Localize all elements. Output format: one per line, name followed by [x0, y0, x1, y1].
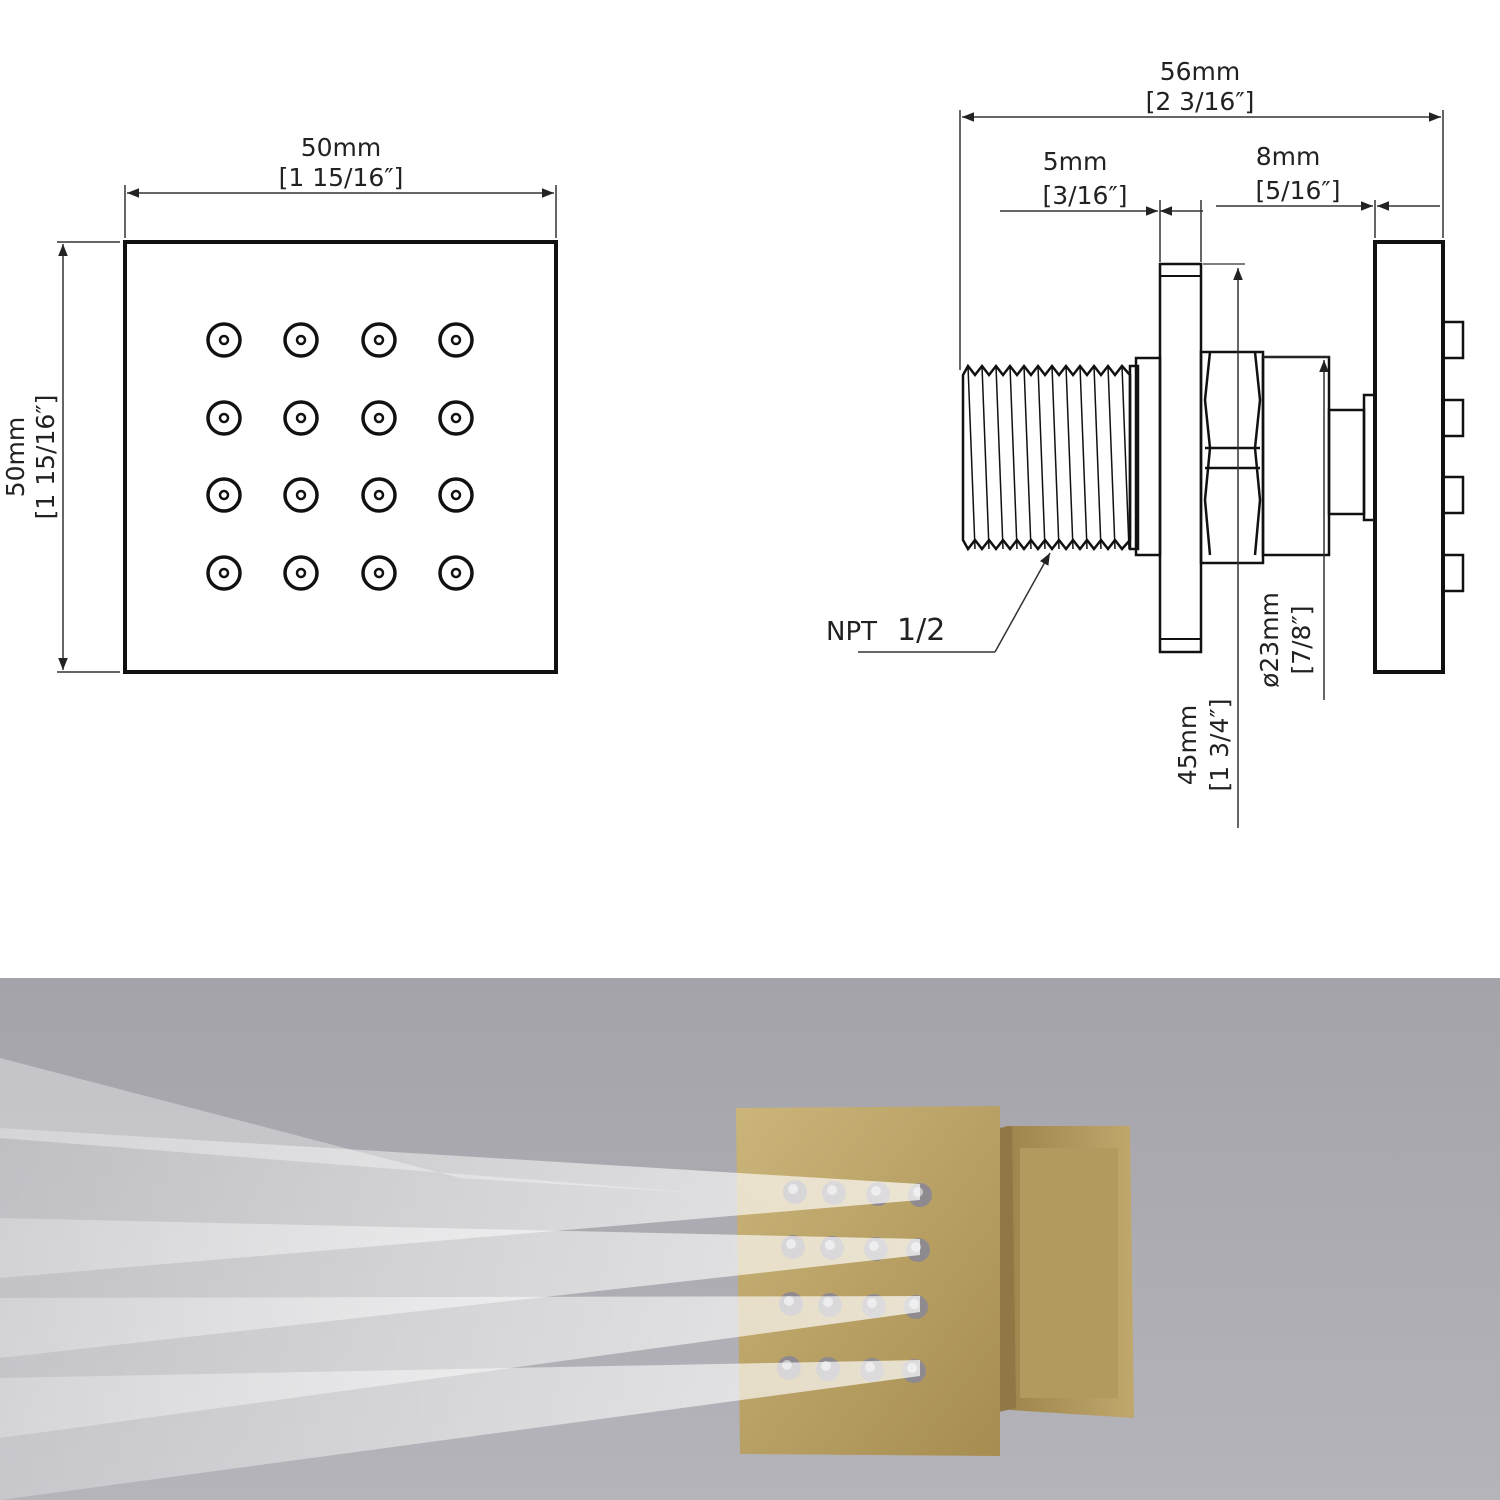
side-nozzle	[1441, 553, 1465, 593]
nozzle	[438, 555, 474, 591]
front-faceplate	[123, 240, 558, 674]
thread-line	[1093, 365, 1102, 550]
overall-length-in: [2 3/16″]	[1146, 87, 1255, 116]
side-view: 56mm [2 3/16″] 5mm [3/16″] 8mm [5/16″] N…	[826, 57, 1465, 828]
thread-line	[1107, 365, 1116, 550]
nozzle	[361, 400, 397, 436]
thread-line	[981, 365, 990, 550]
side-faceplate	[1373, 240, 1445, 674]
nozzle	[283, 555, 319, 591]
side-nozzle	[1441, 398, 1465, 438]
thread-label-prefix: NPT	[826, 617, 877, 647]
faceplate-thickness-mm: 8mm	[1256, 142, 1321, 171]
mounting-flange	[1158, 262, 1203, 654]
front-height-mm: 50mm	[1, 417, 30, 498]
thread-line	[995, 365, 1004, 550]
water-spray	[0, 1360, 920, 1500]
nozzle	[206, 477, 242, 513]
nozzle	[283, 322, 319, 358]
flange-height-mm: 45mm	[1173, 705, 1202, 786]
front-view: 50mm [1 15/16″] 50mm [1 15/16″]	[1, 133, 558, 674]
front-width-mm: 50mm	[301, 133, 382, 162]
faceplate-thickness-in: [5/16″]	[1256, 176, 1341, 205]
side-nozzles	[1441, 320, 1465, 593]
water-sprays	[0, 1058, 920, 1500]
thread-leader	[994, 552, 1051, 653]
thread-line	[1023, 365, 1032, 550]
nozzle	[283, 400, 319, 436]
thread-line	[1121, 365, 1130, 550]
front-height-in: [1 15/16″]	[31, 395, 60, 520]
valve-body	[1261, 355, 1331, 557]
nozzle	[283, 477, 319, 513]
thread-label-size: 1/2	[897, 613, 945, 648]
nozzle	[438, 400, 474, 436]
thread-line	[1009, 365, 1018, 550]
technical-drawing: 50mm [1 15/16″] 50mm [1 15/16″]	[1, 57, 1465, 828]
front-width-in: [1 15/16″]	[279, 163, 404, 192]
thread-lines	[967, 365, 1130, 550]
thread-line	[1037, 365, 1046, 550]
nozzle	[438, 477, 474, 513]
nozzle-grid	[206, 322, 474, 591]
flange-thickness-in: [3/16″]	[1043, 181, 1128, 210]
nozzle	[438, 322, 474, 358]
thread-line	[1051, 365, 1060, 550]
nozzle	[206, 400, 242, 436]
thread-line	[1065, 365, 1074, 550]
product-photo-illustration	[0, 1058, 1134, 1500]
nozzle	[206, 555, 242, 591]
thread-line	[967, 365, 976, 550]
product-photo	[0, 978, 1500, 1500]
jet-faceplate	[736, 1106, 1000, 1456]
side-nozzle	[1441, 475, 1465, 515]
hex-nut	[1199, 350, 1265, 565]
nozzle	[361, 322, 397, 358]
diameter-in: [7/8″]	[1287, 605, 1316, 674]
flange-height-in: [1 3/4″]	[1205, 699, 1234, 792]
nozzle	[206, 322, 242, 358]
diameter-mm: ø23mm	[1255, 592, 1284, 688]
nozzle	[361, 555, 397, 591]
flange-thickness-mm: 5mm	[1043, 147, 1108, 176]
nozzle	[361, 477, 397, 513]
overall-length-mm: 56mm	[1160, 57, 1241, 86]
thread-line	[1079, 365, 1088, 550]
side-nozzle	[1441, 320, 1465, 360]
